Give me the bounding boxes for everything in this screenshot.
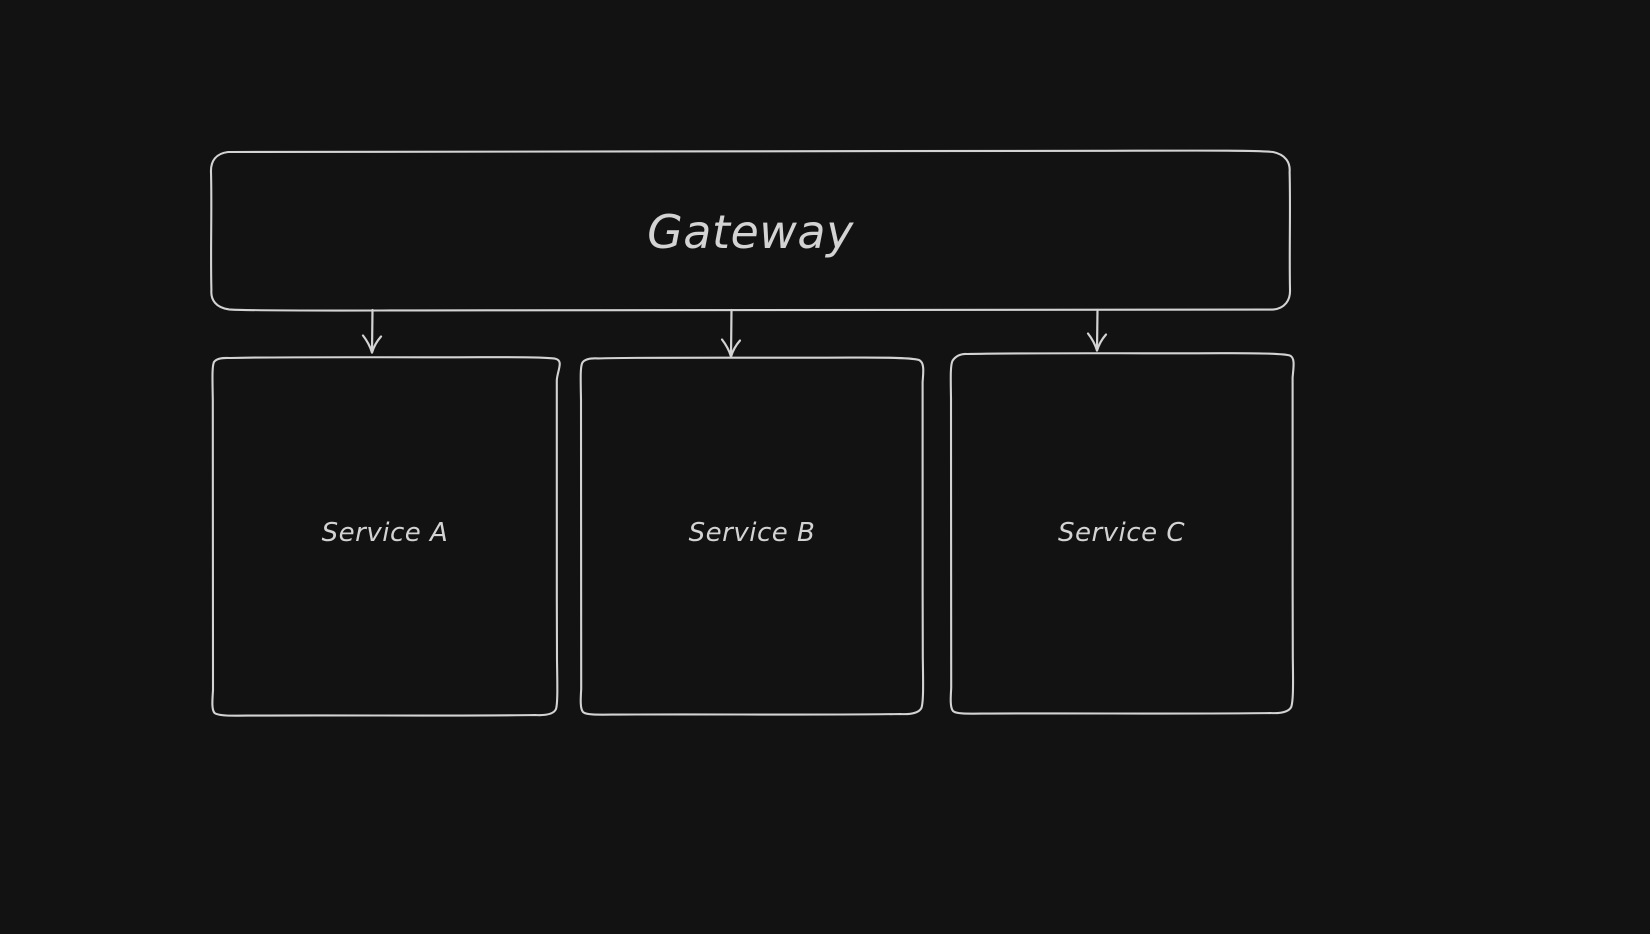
node-service-c-label: Service C: [1057, 518, 1185, 548]
edge-gateway-to-service-c[interactable]: [1086, 308, 1108, 352]
node-service-b-label: Service B: [688, 518, 816, 548]
edge-gateway-to-service-a[interactable]: [361, 308, 383, 354]
node-gateway-shape[interactable]: [209, 149, 1292, 312]
edge-gateway-to-service-b[interactable]: [720, 308, 742, 358]
node-gateway-label: Gateway: [647, 205, 854, 259]
node-service-b-shape[interactable]: [579, 356, 925, 716]
node-service-c-shape[interactable]: [949, 352, 1295, 715]
node-service-a-shape[interactable]: [211, 356, 561, 717]
node-service-a-label: Service A: [321, 518, 449, 548]
